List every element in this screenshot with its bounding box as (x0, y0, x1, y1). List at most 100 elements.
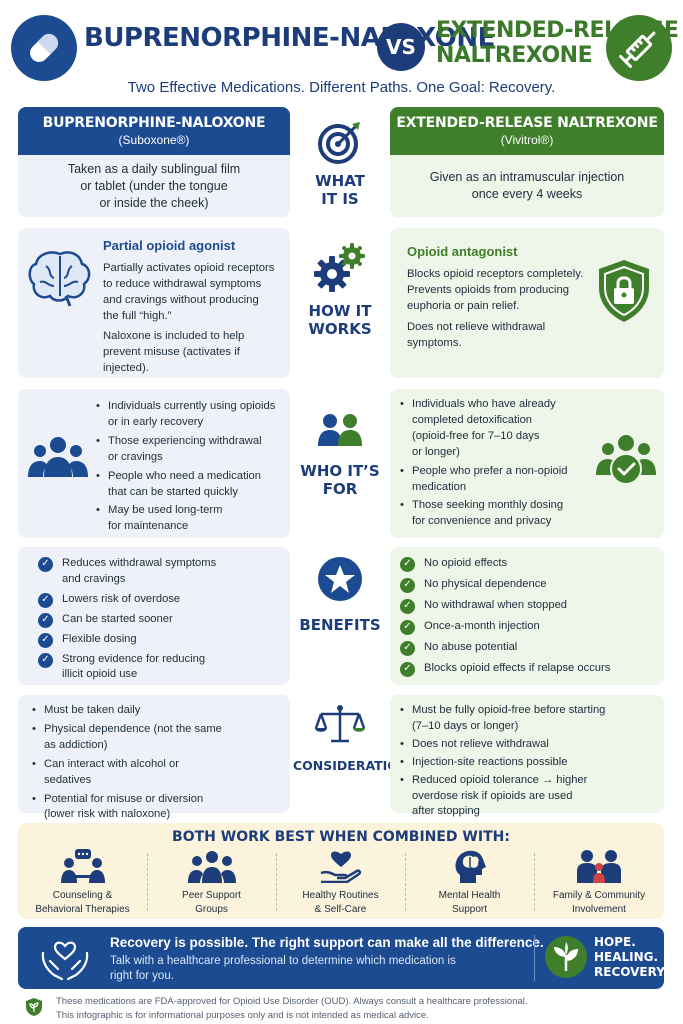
divider (405, 853, 406, 911)
considerations-label: CONSIDERATIONS (293, 704, 417, 773)
divider (534, 935, 535, 981)
considerations-right-list: Must be fully opioid-free before startin… (398, 703, 660, 822)
benefits-label: BENEFITS (293, 556, 387, 634)
list-item: ✓Can be started sooner (38, 612, 278, 628)
divider (276, 853, 277, 911)
combined-item-self-care: Healthy Routines& Self-Care (276, 849, 405, 916)
peer-group-icon (187, 851, 236, 883)
pill-icon (11, 15, 77, 81)
list-item: ✓Blocks opioid effects if relapse occurs (400, 661, 660, 677)
how-left-card: Partial opioid agonist Partially activat… (18, 228, 290, 378)
left-title: BUPRENORPHINE-NALOXONE (84, 23, 495, 53)
right-column-header: EXTENDED-RELEASE NALTREXONE (Vivitrol®) (390, 107, 664, 155)
banner-motto: HOPE.HEALING.RECOVERY. (594, 935, 668, 979)
list-item: Does not relieve withdrawal (398, 737, 660, 753)
combined-title: BOTH WORK BEST WHEN COMBINED WITH: (172, 829, 510, 845)
list-item: Injection-site reactions possible (398, 755, 660, 771)
banner-body: Talk with a healthcare professional to d… (110, 955, 456, 982)
syringe-icon (606, 15, 672, 81)
considerations-left-list: Must be taken daily Physical dependence … (30, 703, 280, 826)
check-icon: ✓ (400, 661, 415, 677)
benefits-right-list: ✓No opioid effects ✓No physical dependen… (400, 556, 660, 681)
what-left-card: BUPRENORPHINE-NALOXONE (Suboxone®) Taken… (18, 107, 290, 217)
heart-hand-icon (320, 851, 361, 883)
list-item: ✓No abuse potential (400, 640, 660, 656)
divider (147, 853, 148, 911)
check-icon: ✓ (400, 598, 415, 614)
star-badge-icon (318, 557, 362, 601)
list-item: ✓No withdrawal when stopped (400, 598, 660, 614)
check-icon: ✓ (38, 557, 53, 572)
head-brain-icon (455, 850, 486, 883)
list-item: Potential for misuse or diversion(lower … (30, 792, 280, 824)
left-column-header: BUPRENORPHINE-NALOXONE (Suboxone®) (18, 107, 290, 155)
check-icon: ✓ (400, 557, 415, 572)
check-icon: ✓ (400, 640, 415, 656)
combined-item-counseling: Counseling &Behavioral Therapies (18, 849, 147, 916)
list-item: ✓Lowers risk of overdose (38, 592, 278, 608)
check-icon: ✓ (400, 577, 415, 593)
check-icon: ✓ (400, 619, 415, 635)
how-left-heading: Partial opioid agonist (103, 238, 236, 253)
counseling-icon (60, 849, 105, 883)
list-item: Must be taken daily (30, 703, 280, 719)
benefits-right-card: ✓No opioid effects ✓No physical dependen… (390, 547, 664, 685)
two-people-icon (318, 414, 362, 446)
how-right-text: Blocks opioid receptors completely.Preve… (407, 268, 584, 350)
combined-section: BOTH WORK BEST WHEN COMBINED WITH: Couns… (18, 823, 664, 919)
divider (534, 853, 535, 911)
who-label: WHO IT’S FOR (293, 412, 387, 498)
vs-badge: VS (377, 23, 425, 71)
banner-headline: Recovery is possible. The right support … (110, 935, 544, 950)
sprout-icon (545, 936, 587, 978)
footer-disclaimer: These medications are FDA-approved for O… (56, 996, 528, 1021)
list-item: ✓No opioid effects (400, 556, 660, 572)
considerations-right-card: Must be fully opioid-free before startin… (390, 695, 664, 817)
check-icon: ✓ (38, 652, 53, 668)
list-item: ✓No physical dependence (400, 577, 660, 593)
check-icon: ✓ (38, 632, 53, 648)
list-item: ✓Once-a-month injection (400, 619, 660, 635)
heart-hands-icon (41, 941, 89, 981)
how-right-card: Opioid antagonist Blocks opioid receptor… (390, 228, 664, 378)
check-icon: ✓ (38, 612, 53, 628)
tagline: Two Effective Medications. Different Pat… (127, 79, 556, 96)
recovery-banner: Recovery is possible. The right support … (18, 927, 668, 989)
gears-icon (314, 243, 365, 292)
considerations-left-card: Must be taken daily Physical dependence … (18, 695, 290, 820)
target-icon (318, 122, 360, 164)
scales-icon (314, 705, 366, 743)
what-right-card: EXTENDED-RELEASE NALTREXONE (Vivitrol®) … (390, 107, 664, 217)
shield-leaf-icon (26, 998, 42, 1016)
shield-lock-icon (599, 260, 649, 322)
group-check-icon (596, 435, 656, 485)
group-icon (28, 437, 88, 477)
family-icon (577, 850, 621, 883)
list-item: Reduced opioid tolerance → higheroverdos… (398, 773, 660, 821)
